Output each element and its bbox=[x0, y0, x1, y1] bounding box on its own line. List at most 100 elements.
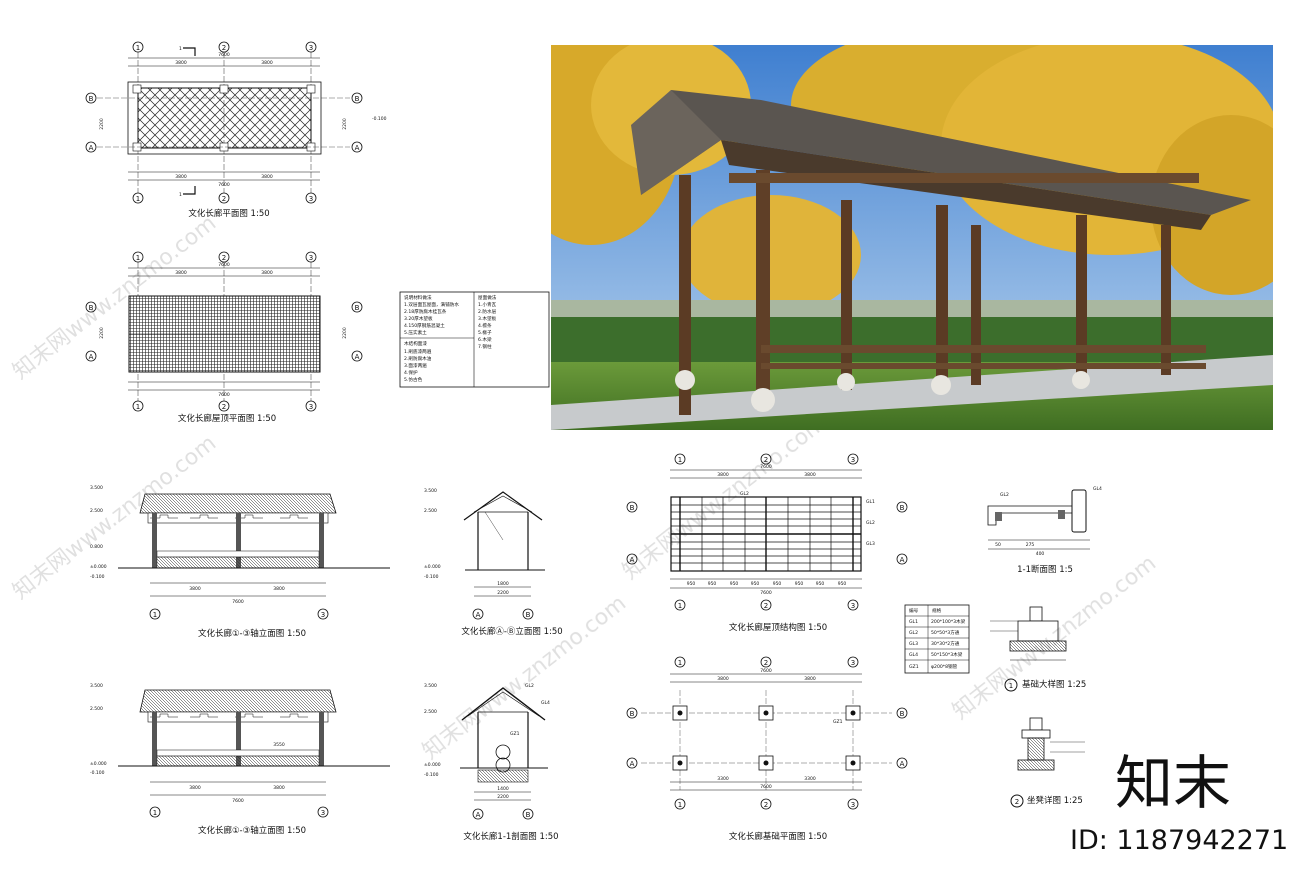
svg-text:B: B bbox=[630, 710, 635, 718]
side-elevation: 3.500 2.500 ±0.000 -0.100 1800 2200 A B … bbox=[424, 488, 563, 637]
notes-box: 说明材料做法 1.双层面瓦屋面，满铺防水 2.18厚防腐木挂瓦条 3.20厚木望… bbox=[399, 291, 550, 388]
svg-text:7600: 7600 bbox=[760, 464, 772, 470]
section-title: 文化长廊1-1剖面图 1:50 bbox=[463, 831, 558, 842]
svg-text:1: 1 bbox=[136, 195, 140, 203]
member-table: 编号 规格 GL1 200*100*3木梁 GL2 50*50*3方通 GL3 … bbox=[904, 604, 970, 674]
svg-text:200*100*3木梁: 200*100*3木梁 bbox=[931, 618, 966, 625]
svg-text:1: 1 bbox=[179, 192, 182, 198]
svg-text:-0.100: -0.100 bbox=[90, 574, 105, 580]
svg-text:7600: 7600 bbox=[232, 798, 244, 804]
svg-text:7600: 7600 bbox=[218, 182, 230, 188]
svg-text:3800: 3800 bbox=[273, 586, 285, 592]
svg-text:3: 3 bbox=[851, 456, 855, 464]
svg-text:3.20厚木望板: 3.20厚木望板 bbox=[404, 315, 433, 322]
svg-text:1800: 1800 bbox=[497, 581, 509, 587]
detail-foundation: 1 基础大样图 1:25 bbox=[990, 606, 1086, 692]
svg-text:1.小青瓦: 1.小青瓦 bbox=[478, 301, 497, 308]
svg-text:GL2: GL2 bbox=[525, 683, 534, 689]
svg-text:3300: 3300 bbox=[804, 776, 816, 782]
svg-text:7600: 7600 bbox=[760, 784, 772, 790]
svg-text:A: A bbox=[900, 556, 905, 564]
svg-text:950: 950 bbox=[838, 581, 847, 587]
svg-text:2.500: 2.500 bbox=[424, 508, 437, 514]
svg-text:-0.100: -0.100 bbox=[424, 772, 439, 778]
svg-text:A: A bbox=[89, 144, 94, 152]
svg-text:2.刷防腐木油: 2.刷防腐木油 bbox=[404, 355, 432, 362]
svg-text:3300: 3300 bbox=[717, 776, 729, 782]
svg-text:B: B bbox=[355, 304, 360, 312]
svg-text:2200: 2200 bbox=[497, 590, 509, 596]
svg-text:GL4: GL4 bbox=[1093, 486, 1102, 492]
svg-text:B: B bbox=[900, 504, 905, 512]
svg-text:GZ1: GZ1 bbox=[510, 731, 520, 737]
svg-text:50: 50 bbox=[995, 542, 1001, 548]
svg-text:说明材料做法: 说明材料做法 bbox=[404, 294, 432, 301]
svg-text:3.木望板: 3.木望板 bbox=[478, 315, 497, 322]
svg-text:屋面做法: 屋面做法 bbox=[478, 294, 497, 301]
svg-text:1: 1 bbox=[153, 809, 157, 817]
svg-text:1: 1 bbox=[136, 403, 140, 411]
back-elevation: 3.500 2.500 ±0.000 -0.100 3550 3800 3800… bbox=[90, 683, 390, 836]
svg-text:1: 1 bbox=[136, 44, 140, 52]
svg-text:2: 2 bbox=[222, 44, 226, 52]
svg-text:950: 950 bbox=[687, 581, 696, 587]
svg-text:2: 2 bbox=[764, 602, 768, 610]
svg-text:A: A bbox=[355, 144, 360, 152]
svg-text:2200: 2200 bbox=[99, 327, 105, 339]
svg-text:-0.100: -0.100 bbox=[372, 116, 387, 122]
svg-text:1.双层面瓦屋面，满铺防水: 1.双层面瓦屋面，满铺防水 bbox=[404, 301, 459, 308]
svg-text:GZ1: GZ1 bbox=[909, 664, 919, 670]
svg-text:4.檩条: 4.檩条 bbox=[478, 322, 492, 329]
svg-text:B: B bbox=[355, 95, 360, 103]
svg-text:7600: 7600 bbox=[218, 392, 230, 398]
svg-text:3.500: 3.500 bbox=[424, 683, 437, 689]
brand-logo: 知末 bbox=[1115, 749, 1231, 817]
svg-text:B: B bbox=[89, 95, 94, 103]
svg-text:7600: 7600 bbox=[218, 262, 230, 268]
svg-text:3800: 3800 bbox=[175, 174, 187, 180]
svg-text:GL1: GL1 bbox=[909, 619, 918, 625]
svg-text:3800: 3800 bbox=[175, 60, 187, 66]
svg-text:3.500: 3.500 bbox=[90, 683, 103, 689]
svg-text:3550: 3550 bbox=[273, 742, 285, 748]
svg-text:7600: 7600 bbox=[760, 590, 772, 596]
svg-text:2200: 2200 bbox=[342, 327, 348, 339]
back-elevation-title: 文化长廊①-③轴立面图 1:50 bbox=[198, 825, 306, 836]
brand-id: ID: 1187942271 bbox=[1070, 825, 1288, 856]
svg-text:7600: 7600 bbox=[218, 52, 230, 58]
svg-text:2: 2 bbox=[764, 801, 768, 809]
svg-text:3800: 3800 bbox=[189, 785, 201, 791]
svg-text:A: A bbox=[630, 760, 635, 768]
svg-text:950: 950 bbox=[773, 581, 782, 587]
svg-text:4.保护: 4.保护 bbox=[404, 369, 418, 376]
roof-plan-title: 文化长廊屋顶平面图 1:50 bbox=[178, 413, 276, 424]
detail-foundation-title: 基础大样图 1:25 bbox=[1022, 679, 1086, 690]
svg-text:2: 2 bbox=[222, 254, 226, 262]
svg-text:2.500: 2.500 bbox=[90, 508, 103, 514]
svg-text:B: B bbox=[526, 811, 531, 819]
svg-text:3.面漆两遍: 3.面漆两遍 bbox=[404, 362, 427, 369]
svg-text:5.仿古色: 5.仿古色 bbox=[404, 376, 423, 383]
svg-text:50*150*3木梁: 50*150*3木梁 bbox=[931, 651, 963, 658]
svg-text:3: 3 bbox=[851, 801, 855, 809]
svg-text:3: 3 bbox=[321, 809, 325, 817]
svg-text:2.500: 2.500 bbox=[90, 706, 103, 712]
svg-text:GL3: GL3 bbox=[866, 541, 875, 547]
svg-text:1: 1 bbox=[179, 46, 182, 52]
svg-text:知末网www.znzmo.com: 知末网www.znzmo.com bbox=[948, 551, 1161, 725]
svg-text:3: 3 bbox=[851, 602, 855, 610]
svg-text:1: 1 bbox=[678, 801, 682, 809]
svg-text:2200: 2200 bbox=[342, 118, 348, 130]
svg-text:7600: 7600 bbox=[760, 668, 772, 674]
svg-text:50*50*3方通: 50*50*3方通 bbox=[931, 629, 960, 636]
svg-text:±0.000: ±0.000 bbox=[424, 762, 441, 768]
svg-text:知末网www.znzmo.com: 知末网www.znzmo.com bbox=[618, 411, 831, 585]
svg-text:GL2: GL2 bbox=[866, 520, 875, 526]
svg-text:30*30*2方通: 30*30*2方通 bbox=[931, 640, 960, 647]
svg-text:7600: 7600 bbox=[232, 599, 244, 605]
svg-text:2.防水层: 2.防水层 bbox=[478, 308, 497, 315]
section-1-1: 3.500 2.500 ±0.000 -0.100 GL2 GL4 GZ1 14… bbox=[424, 683, 559, 842]
svg-text:GL2: GL2 bbox=[1000, 492, 1009, 498]
svg-text:-0.100: -0.100 bbox=[424, 574, 439, 580]
